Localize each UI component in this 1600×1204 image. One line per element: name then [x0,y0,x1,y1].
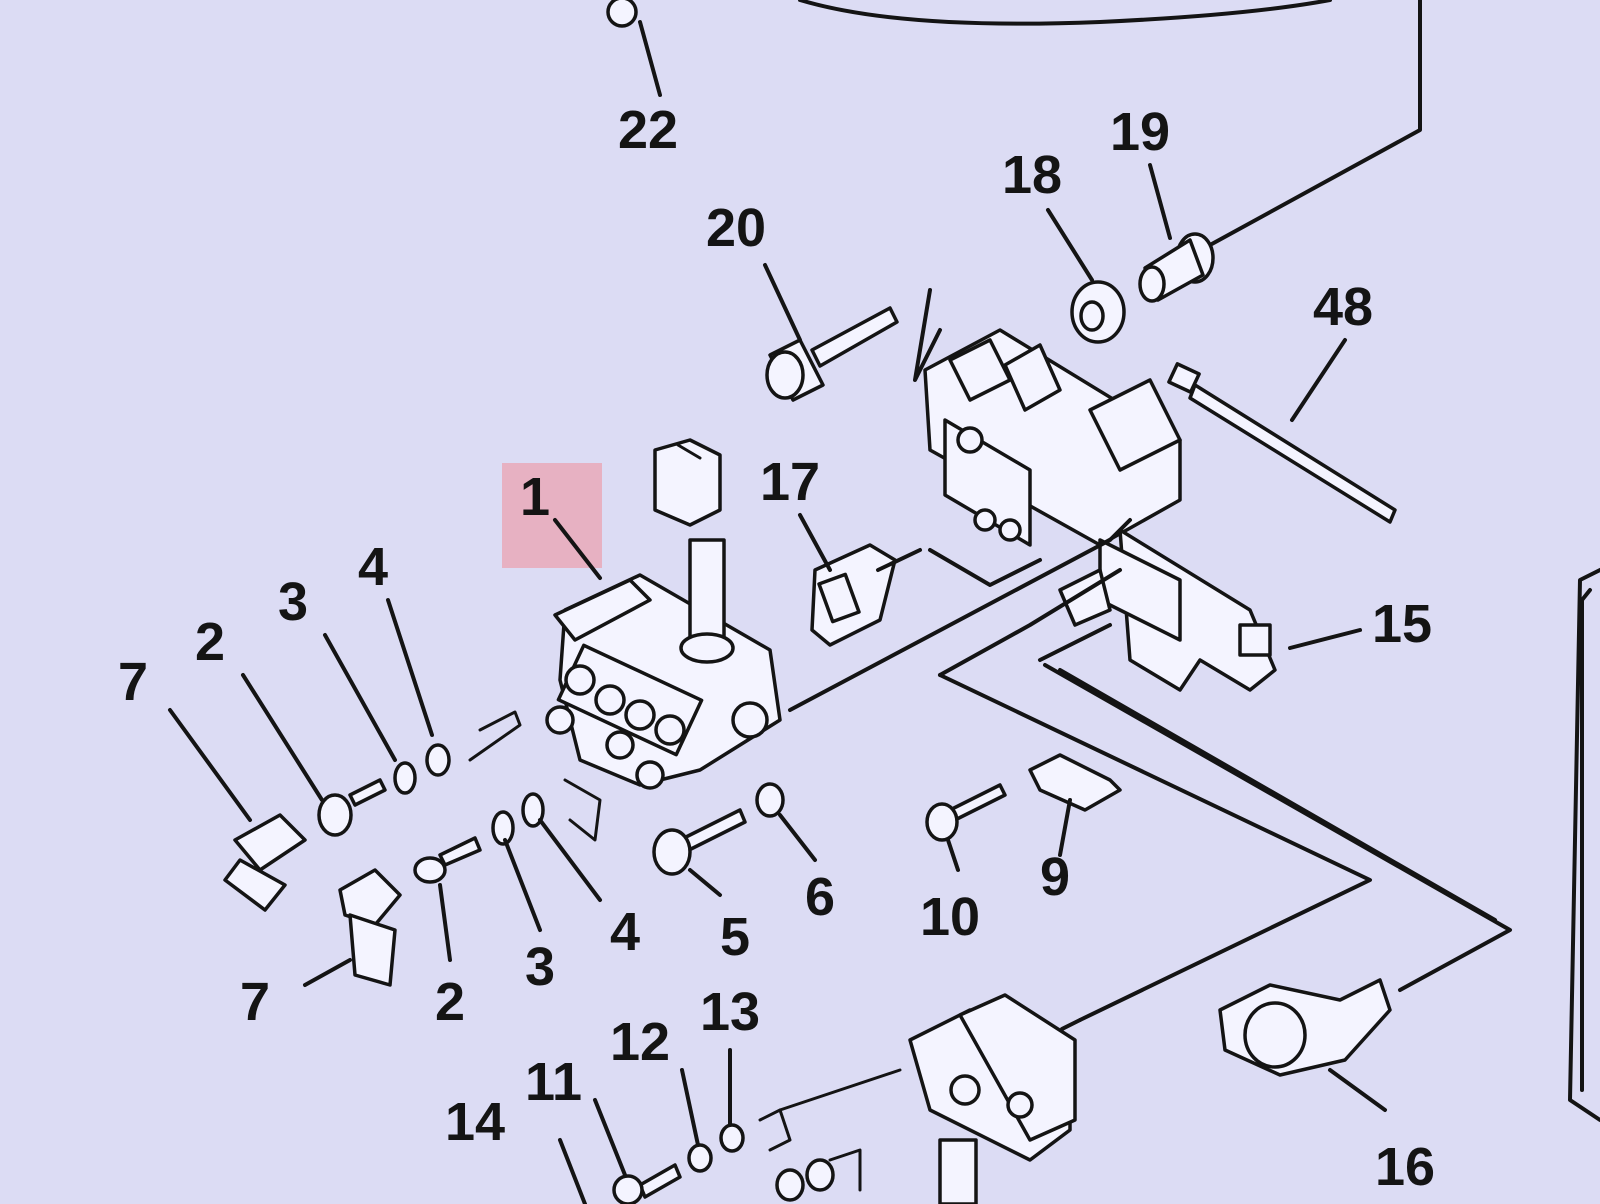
callout-1: 1 [520,467,550,527]
left-lower-fasteners [303,778,602,987]
part-19-bushing [1138,163,1215,303]
wire-harness [788,518,1512,1047]
leader-1 [553,518,602,580]
callout-20: 20 [706,198,766,258]
left-upper-fasteners [168,598,522,912]
parts-11-14-fasteners [558,1048,902,1204]
callout-4-lower: 4 [610,902,640,962]
callout-3-lower: 3 [525,937,555,997]
callout-5: 5 [720,907,750,967]
top-cable [798,0,1422,247]
callout-13: 13 [700,982,760,1042]
part-22-clip [606,0,662,97]
callout-3-upper: 3 [278,572,308,632]
part-48-cable-tie [1167,338,1397,524]
label-1-highlight [502,463,602,568]
callout-12: 12 [610,1012,670,1072]
part-9-10-clip-screw [925,753,1122,872]
callout-16: 16 [1375,1137,1435,1197]
callout-7-upper: 7 [118,652,148,712]
callout-10: 10 [920,887,980,947]
callout-7-lower: 7 [240,972,270,1032]
callout-11: 11 [525,1052,582,1112]
callout-22: 22 [618,100,678,160]
callout-14: 14 [445,1092,505,1152]
callout-48: 48 [1313,277,1373,337]
part-18-collar [1046,208,1126,344]
part-1-control-block [545,438,782,790]
callout-6: 6 [805,867,835,927]
bottom-connector-housing [908,993,1077,1204]
callout-4-upper: 4 [358,537,388,597]
callout-15: 15 [1372,594,1432,654]
callout-9: 9 [1040,847,1070,907]
part-17-connector [798,513,922,647]
part-20-bolt [763,263,899,402]
part-15-bracket-assembly [913,288,1362,692]
callout-2-upper: 2 [195,612,225,672]
part-16-clamp [1218,978,1392,1112]
callout-17: 17 [760,452,820,512]
callout-18: 18 [1002,145,1062,205]
callout-2-lower: 2 [435,972,465,1032]
right-edge-frame [1568,568,1600,1122]
part-5-6-bolt-washer [652,782,817,897]
callout-19: 19 [1110,102,1170,162]
